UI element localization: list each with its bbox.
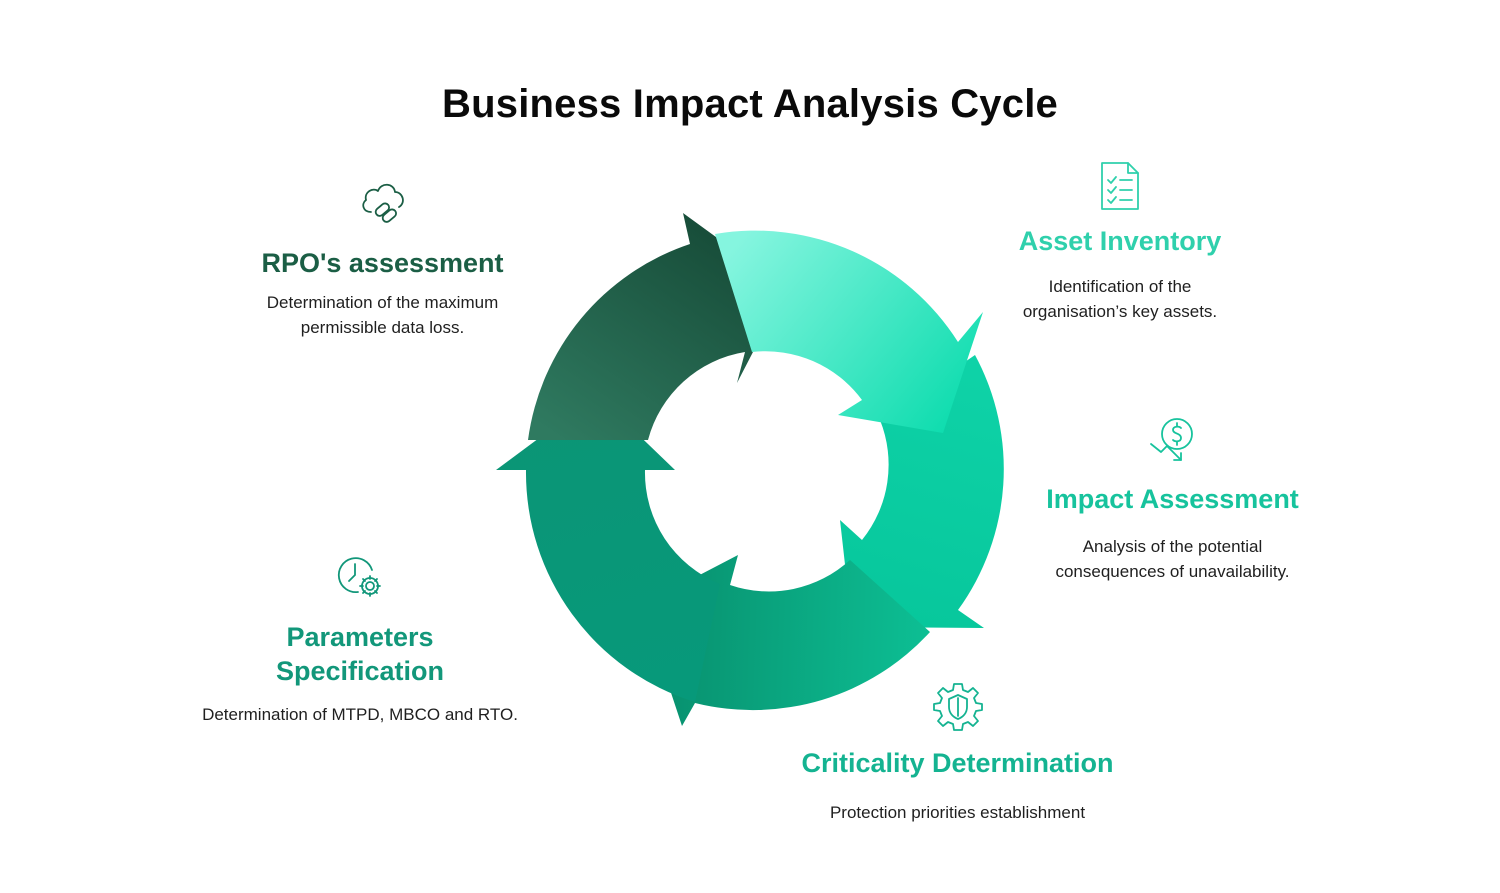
step-heading-line: Parameters (286, 622, 434, 652)
page-title: Business Impact Analysis Cycle (442, 82, 1058, 126)
cycle-arrow-rpo (528, 213, 786, 440)
step-rpo-assessment: RPO's assessment Determination of the ma… (210, 176, 555, 340)
step-criticality-determination: Criticality Determination Protection pri… (760, 680, 1155, 825)
step-description-line: Determination of the maximum (266, 293, 499, 312)
dollar-decline-icon (1149, 418, 1193, 461)
step-description-line: consequences of unavailability. (1055, 562, 1290, 581)
step-heading: Criticality Determination (801, 748, 1114, 778)
step-asset-inventory: Asset Inventory Identification of the or… (975, 160, 1265, 324)
cycle-arrow-parameters (496, 395, 720, 702)
step-description-line: Analysis of the potential (1082, 537, 1263, 556)
step-heading: RPO's assessment (261, 248, 504, 278)
step-description-line: Determination of MTPD, MBCO and RTO. (202, 705, 518, 724)
step-description-line: Identification of the (1048, 277, 1192, 296)
step-heading-line: Specification (275, 656, 445, 686)
step-description-line: organisation’s key assets. (1022, 302, 1218, 321)
cloud-link-icon (361, 183, 404, 223)
checklist-document-icon (1101, 162, 1139, 210)
step-description-line: Protection priorities establishment (829, 803, 1086, 822)
gear-shield-icon (932, 683, 983, 731)
step-heading: Impact Assessment (1046, 484, 1299, 514)
step-description-line: permissible data loss. (300, 318, 465, 337)
step-impact-assessment: Impact Assessment Analysis of the potent… (1010, 414, 1335, 584)
cycle-arrow-asset (715, 230, 983, 433)
clock-gear-icon (337, 557, 381, 597)
step-heading: Asset Inventory (1018, 226, 1222, 256)
step-parameters-specification: Parameters Specification Determination o… (170, 552, 550, 727)
cycle-arrow-impact (840, 355, 1004, 628)
